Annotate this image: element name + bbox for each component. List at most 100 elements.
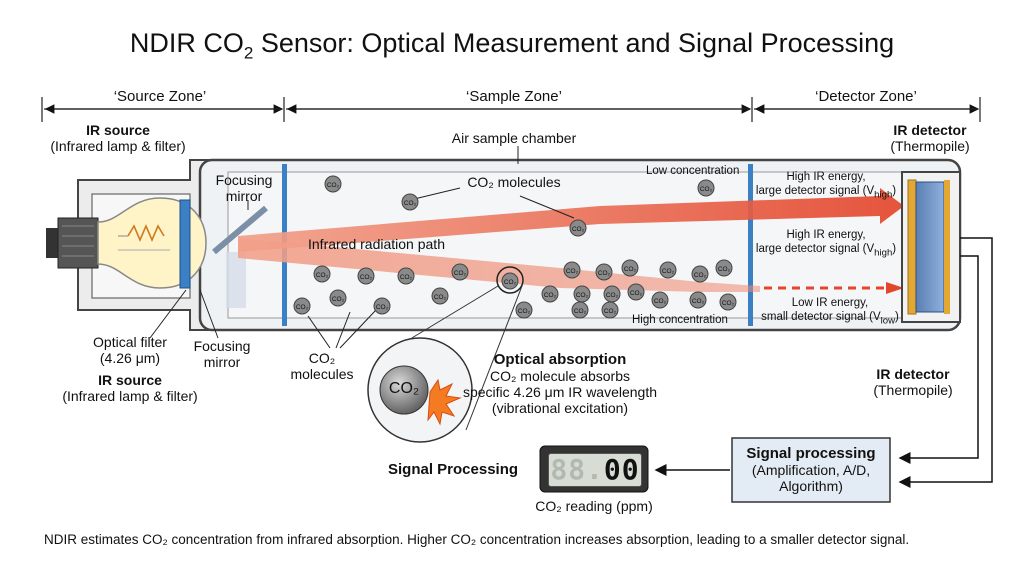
ir-lamp [46, 197, 207, 289]
title-rest: Sensor: Optical Measurement and Signal P… [253, 28, 895, 58]
zone-label-sample: ‘Sample Zone’ [466, 88, 562, 105]
energy-high-1-text: High IR energy, large detector signal (V [755, 171, 875, 197]
ir-detector-top-sub: (Thermopile) [890, 138, 970, 154]
signal-processing-box [731, 437, 891, 503]
ir-source-top-title: IR source [86, 122, 150, 138]
optical-filter [179, 199, 191, 289]
ir-detector-top-label: IR detector (Thermopile) [890, 122, 969, 154]
signal-box-text: (Amplification, A/D, Algorithm) [751, 462, 871, 494]
co2-molecule-label: CO₂ [400, 274, 413, 281]
window-right [748, 164, 753, 326]
leader-lines [149, 146, 575, 349]
co2-molecule-label: CO₂ [574, 308, 587, 315]
signal-box-title: Signal processing [746, 445, 876, 462]
co2-molecule: CO₂ [329, 289, 347, 307]
co2-molecules-lower-label: CO₂ molecules [290, 350, 354, 382]
ir-detector-bottom-label: IR detector (Thermopile) [873, 366, 952, 398]
co2-molecule-label: CO₂ [576, 292, 589, 299]
signal-processing-label: Signal Processing [388, 461, 519, 478]
co2-molecule: CO₂ [357, 267, 375, 285]
absorption-burst-icon [427, 378, 462, 426]
co2-molecule: CO₂ [571, 301, 589, 319]
co2-molecule-label: CO₂ [404, 200, 417, 207]
optical-filter-label: Optical filter (4.26 μm) [93, 334, 167, 366]
co2-molecule-label: CO₂ [566, 268, 579, 275]
co2-molecule-label: CO₂ [376, 304, 389, 311]
high-concentration-label: High concentration [632, 314, 728, 326]
display-ghost-digits: 88. [550, 453, 604, 486]
co2-molecule-label: CO₂ [544, 292, 557, 299]
zone-label-detector: ‘Detector Zone’ [815, 88, 917, 105]
co2-molecule: CO₂ [697, 179, 715, 197]
ir-detector-bottom-sub: (Thermopile) [873, 382, 953, 398]
signal-wires [654, 237, 993, 488]
optical-absorption-text: CO₂ molecule absorbs specific 4.26 μm IR… [462, 368, 658, 416]
co2-molecule-label: CO₂ [572, 226, 585, 233]
co2-molecule-label: CO₂ [606, 292, 619, 299]
co2-molecule: CO₂ [719, 293, 737, 311]
co2-molecule-label: CO₂ [327, 182, 340, 189]
co2-display: 88.00 [548, 453, 642, 487]
air-sample-chamber-label: Air sample chamber [451, 130, 577, 146]
ir-source-top-label: IR source (Infrared lamp & filter) [50, 122, 185, 154]
co2-molecule: CO₂ [601, 301, 619, 319]
diagram-title: NDIR CO2 Sensor: Optical Measurement and… [130, 28, 894, 63]
energy-low-label: Low IR energy, small detector signal (Vl… [761, 297, 899, 327]
footnote: NDIR estimates CO₂ concentration from in… [44, 532, 910, 547]
optical-absorption-title: Optical absorption [493, 351, 627, 368]
co2-molecule: CO₂ [313, 265, 331, 283]
co2-molecule: CO₂ [689, 291, 707, 309]
co2-molecule: CO₂ [691, 265, 709, 283]
signal-processing-box-text: Signal processing (Amplification, A/D, A… [746, 445, 876, 495]
co2-molecule-label: CO₂ [434, 294, 447, 301]
co2-molecule: CO₂ [324, 175, 342, 193]
co2-molecule-label: CO₂ [504, 279, 517, 286]
co2-molecule-label: CO₂ [316, 272, 329, 279]
focusing-mirror [212, 205, 268, 255]
co2-molecule-label: CO₂ [332, 296, 345, 303]
co2-molecule: CO₂ [401, 193, 419, 211]
energy-low-sub: low [880, 315, 896, 327]
ir-source-bottom-label: IR source (Infrared lamp & filter) [62, 372, 197, 404]
co2-molecule: CO₂ [621, 259, 639, 277]
co2-molecule-label: CO₂ [692, 298, 705, 305]
co2-molecule-label: CO₂ [718, 266, 731, 273]
co2-molecule: CO₂ [515, 301, 533, 319]
co2-molecule-label: CO₂ [700, 186, 713, 193]
detector-housing [901, 171, 961, 323]
zoom-molecule-label: CO₂ [388, 380, 420, 397]
beam-high-concentration [238, 238, 760, 292]
co2-molecule: CO₂ [431, 287, 449, 305]
ir-source-top-sub: (Infrared lamp & filter) [50, 138, 186, 154]
co2-molecule-label: CO₂ [662, 268, 675, 275]
co2-molecule: CO₂ [595, 263, 613, 281]
co2-molecule-label: CO₂ [598, 270, 611, 277]
ir-detector-bottom-title: IR detector [876, 366, 950, 382]
co2-molecule-label: CO₂ [624, 266, 637, 273]
low-concentration-label: Low concentration [646, 165, 740, 177]
co2-molecule: CO₂ [451, 263, 469, 281]
energy-high-2-text: High IR energy, large detector signal (V [755, 229, 875, 255]
co2-molecule-label: CO₂ [454, 270, 467, 277]
title-subscript: 2 [243, 43, 254, 63]
display-value: 00 [603, 453, 640, 486]
zone-label-source: ‘Source Zone’ [113, 88, 207, 105]
infrared-path-label: Infrared radiation path [308, 236, 445, 252]
co2-molecule: CO₂ [293, 297, 311, 315]
beam-low-concentration [238, 188, 904, 252]
co2-molecule-label: CO₂ [694, 272, 707, 279]
co2-molecule: CO₂ [501, 272, 519, 290]
co2-molecule: CO₂ [659, 261, 677, 279]
co2-molecule-label: CO₂ [604, 308, 617, 315]
co2-molecule-label: CO₂ [722, 300, 735, 307]
focusing-mirror-label-top: Focusing mirror [215, 172, 273, 204]
title-main: NDIR CO [129, 28, 244, 58]
co2-molecule: CO₂ [651, 291, 669, 309]
co2-molecule: CO₂ [569, 219, 587, 237]
co2-molecule: CO₂ [573, 285, 591, 303]
co2-reading-label: CO₂ reading (ppm) [535, 498, 653, 514]
co2-molecule-label: CO₂ [296, 304, 309, 311]
energy-low-text: Low IR energy, small detector signal (V [761, 297, 881, 323]
